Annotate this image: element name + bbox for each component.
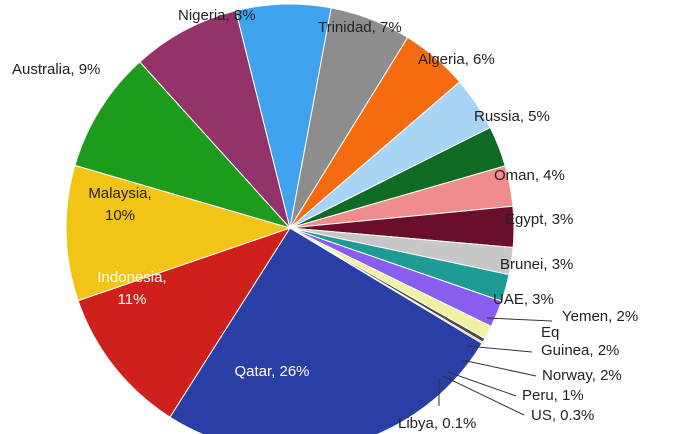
slice-label-russia: Russia, 5% — [474, 108, 550, 125]
slice-label-egypt: Egypt, 3% — [505, 211, 573, 228]
pie-slice-qatar — [169, 227, 483, 434]
slice-label-australia: Australia, 9% — [12, 61, 100, 78]
leader-line-14 — [461, 359, 537, 377]
slice-label-indonesia: Indonesia,11% — [97, 269, 166, 308]
pie-slice-indonesia — [77, 227, 292, 418]
leader-line-12 — [486, 317, 553, 322]
pie-slice-libya — [289, 227, 484, 345]
slice-label-libya: Libya, 0.1% — [398, 415, 476, 432]
leader-line-13 — [466, 345, 533, 353]
pie-slice-nigeria — [139, 10, 291, 229]
slice-label-uae: UAE, 3% — [493, 291, 554, 308]
slice-label-brunei: Brunei, 3% — [500, 256, 573, 273]
slice-label-peru: Peru, 1% — [522, 387, 584, 404]
leader-line-16 — [442, 375, 525, 416]
slice-label-norway: Norway, 2% — [542, 367, 622, 384]
slice-label-oman: Oman, 4% — [494, 167, 565, 184]
pie-slice-malaysia — [65, 164, 292, 302]
slice-label-nigeria: Nigeria, 8% — [178, 7, 256, 24]
leader-line-15 — [447, 371, 517, 397]
slice-label-yemen: Yemen, 2% — [562, 308, 638, 325]
pie-slice-australia — [74, 61, 292, 229]
slice-label-algeria: Algeria, 6% — [418, 51, 495, 68]
slice-label-trinidad: Trinidad, 7% — [318, 19, 402, 36]
slice-label-qatar: Qatar, 26% — [234, 363, 309, 380]
slice-label-malaysia: Malaysia,10% — [88, 185, 151, 224]
slice-label-us: US, 0.3% — [531, 407, 594, 424]
